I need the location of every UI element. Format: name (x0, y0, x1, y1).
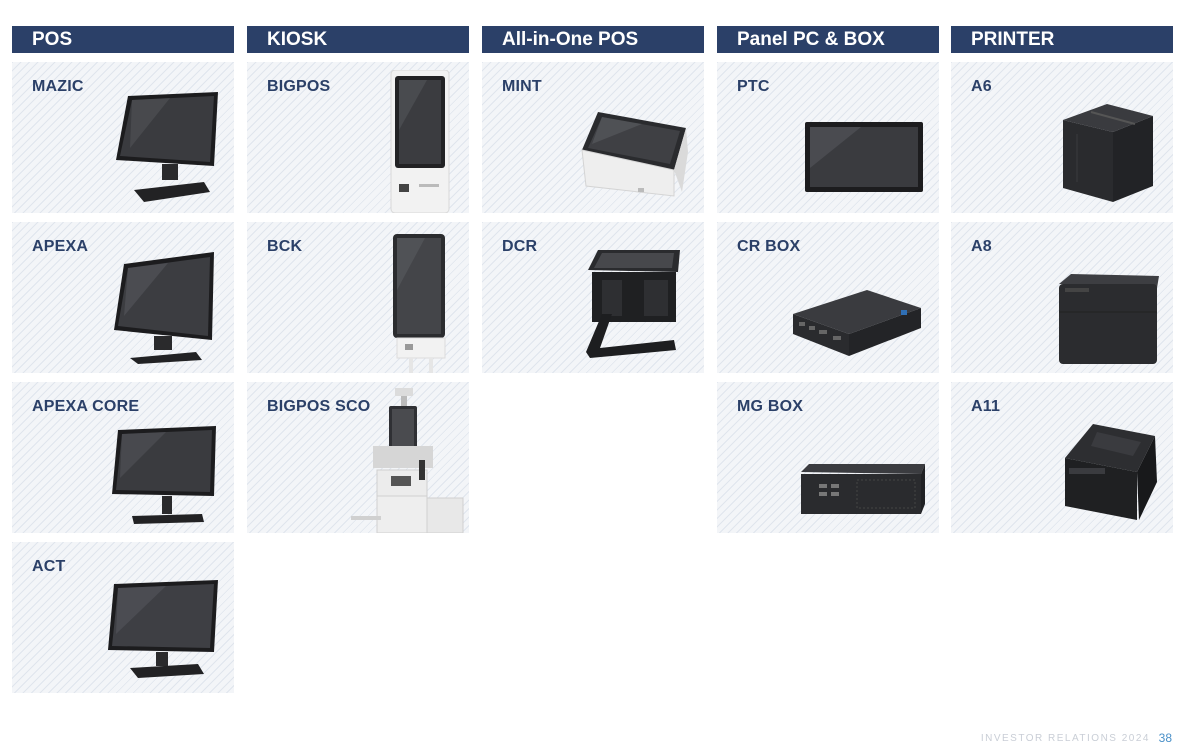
receipt-printer-icon (1063, 104, 1153, 202)
receipt-printer-icon (1059, 274, 1159, 364)
receipt-printer-icon (1065, 424, 1157, 520)
product-card-a8[interactable]: A8 (951, 222, 1173, 373)
product-card-dcr[interactable]: DCR (482, 222, 704, 373)
product-card-mazic[interactable]: MAZIC (12, 62, 234, 213)
product-card-bigpos[interactable]: BIGPOS (247, 62, 469, 213)
product-card-bck[interactable]: BCK (247, 222, 469, 373)
product-label: CR BOX (737, 238, 801, 255)
self-checkout-icon (351, 388, 464, 533)
product-card-mg-box[interactable]: MG BOX (717, 382, 939, 533)
product-label: PTC (737, 78, 770, 95)
column-header-all-in-one-pos: All-in-One POS (482, 26, 704, 53)
product-label: A11 (971, 398, 1001, 415)
all-in-one-pos-icon (581, 112, 688, 197)
product-card-a11[interactable]: A11 (951, 382, 1173, 533)
product-card-apexa-core[interactable]: APEXA CORE (12, 382, 234, 533)
product-card-bigpos-sco[interactable]: BIGPOS SCO (247, 382, 469, 533)
product-card-cr-box[interactable]: CR BOX (717, 222, 939, 373)
page-number: 38 (1158, 731, 1172, 745)
pos-terminal-icon (114, 252, 214, 364)
mini-pc-icon (793, 290, 921, 356)
column-header-panel-pc-box: Panel PC & BOX (717, 26, 939, 53)
kiosk-icon (390, 70, 450, 213)
monitor-icon (108, 580, 218, 678)
product-label: BCK (267, 238, 303, 255)
product-label: ACT (32, 558, 66, 575)
panel-pc-icon (805, 122, 923, 192)
mini-pc-icon (801, 464, 925, 514)
column-header-printer: PRINTER (951, 26, 1173, 53)
product-label: BIGPOS SCO (267, 398, 371, 415)
product-label: A6 (971, 78, 992, 95)
footer-title: INVESTOR RELATIONS 2024 (980, 733, 1150, 744)
column-header-pos: POS (12, 26, 234, 53)
product-label: A8 (971, 238, 992, 255)
product-card-act[interactable]: ACT (12, 542, 234, 693)
column-header-kiosk: KIOSK (247, 26, 469, 53)
monitor-icon (112, 426, 216, 524)
product-label: DCR (502, 238, 538, 255)
product-label: APEXA (32, 238, 89, 255)
product-label: MAZIC (32, 78, 84, 95)
product-label: BIGPOS (267, 78, 331, 95)
pos-terminal-icon (116, 92, 218, 202)
kiosk-icon (393, 234, 446, 373)
product-label: APEXA CORE (32, 398, 140, 415)
product-card-ptc[interactable]: PTC (717, 62, 939, 213)
product-card-mint[interactable]: MINT (482, 62, 704, 213)
product-card-a6[interactable]: A6 (951, 62, 1173, 213)
product-card-apexa[interactable]: APEXA (12, 222, 234, 373)
product-label: MG BOX (737, 398, 804, 415)
product-label: MINT (502, 78, 542, 95)
all-in-one-pos-icon (586, 250, 680, 358)
